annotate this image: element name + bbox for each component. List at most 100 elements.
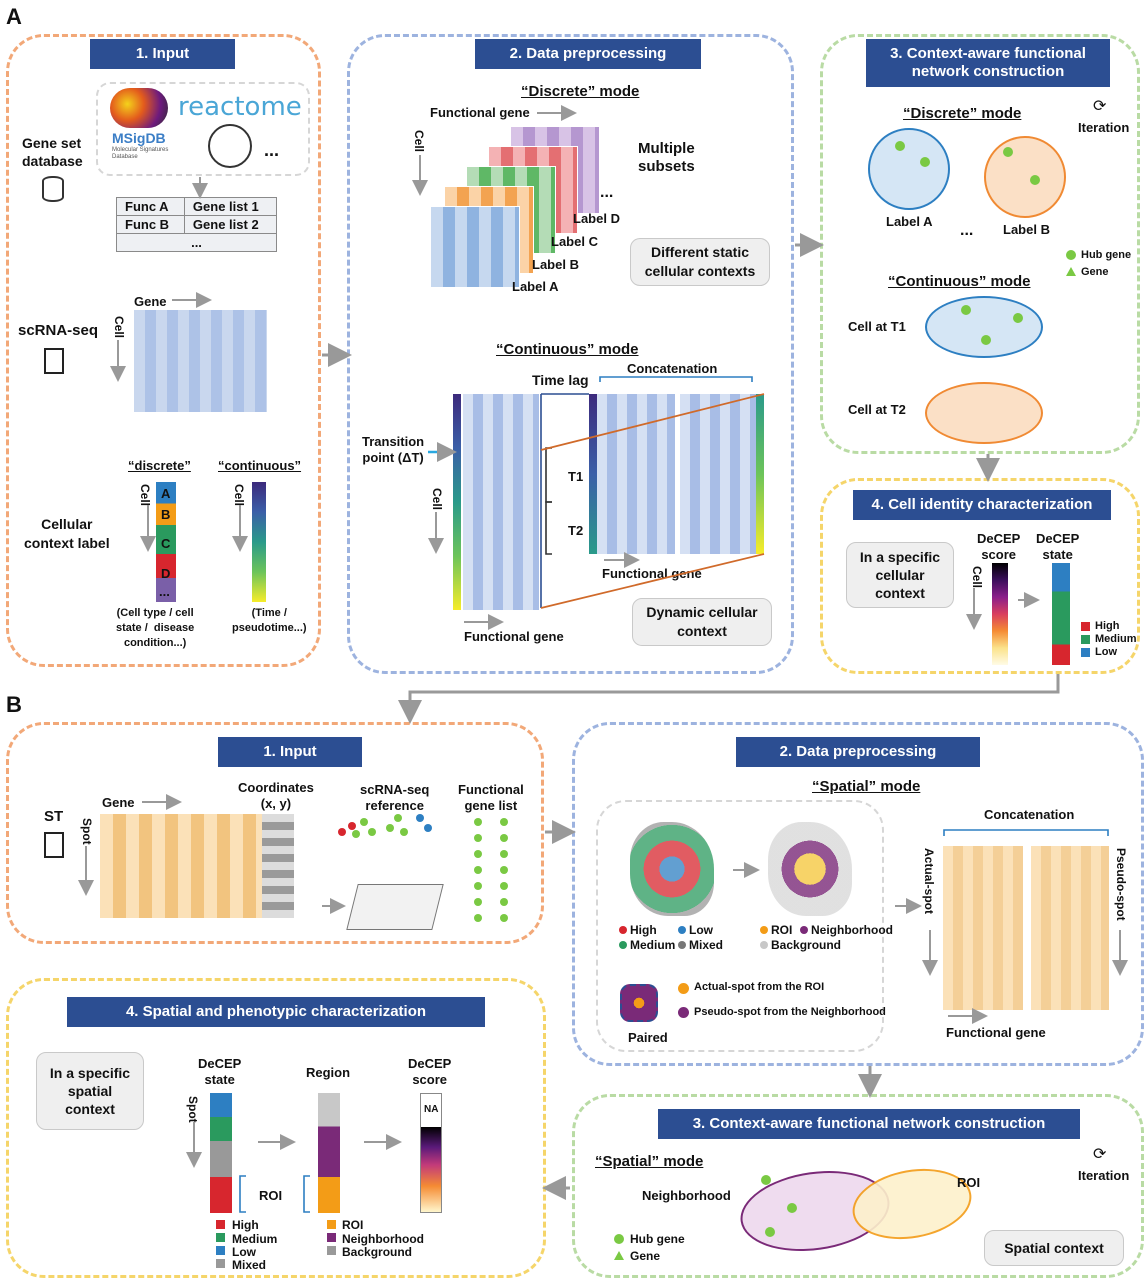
b-state-legend-high: High: [232, 1218, 259, 1232]
a-functional-gene-bottom: Functional gene: [464, 629, 564, 644]
legend-high-swatch: [1081, 622, 1090, 631]
spatial-inner-box: [596, 800, 884, 1052]
b-network-header: 3. Context-aware functional network cons…: [658, 1109, 1080, 1139]
msigdb-logo: MSigDB: [112, 130, 166, 146]
b-hub-gene-dot: [614, 1234, 624, 1244]
a-concatenation-label: Concatenation: [627, 361, 718, 376]
a-legend-medium: Medium: [1095, 633, 1137, 645]
coordinates-label: Coordinates (x, y): [238, 780, 314, 811]
discrete-letter-more: ...: [159, 584, 170, 599]
a-continuous-mode-title: “Continuous” mode: [496, 341, 639, 358]
b-decep-state-label: DeCEP state: [198, 1056, 242, 1087]
b-iteration-label: Iteration: [1078, 1168, 1130, 1183]
table-cell: Func B: [116, 215, 185, 234]
b-specific-context-box: In a specific spatial context: [36, 1052, 144, 1130]
neighborhood-label: Neighborhood: [642, 1188, 731, 1203]
gene-set-database-box: [96, 82, 310, 176]
b-gene-legend: Gene: [630, 1249, 661, 1263]
a-decep-state-label: DeCEP state: [1036, 531, 1080, 562]
t1-window-bar: [589, 394, 597, 554]
stack-label-b: Label B: [532, 257, 579, 272]
b-spot-axis-char: Spot: [186, 1096, 200, 1123]
b-spot-axis: Spot: [80, 818, 94, 845]
paired-hexagon: [620, 984, 658, 1022]
b-legend-low: Low: [689, 923, 713, 937]
region-label: Region: [306, 1065, 351, 1080]
network-t1: [925, 296, 1043, 358]
a-identity-cell-axis: Cell: [970, 566, 984, 589]
legend-mixed-dot: [678, 941, 686, 949]
iteration-icon: ⟳: [1093, 98, 1107, 115]
decep-state-bar: [1052, 563, 1070, 665]
panel-a-letter: A: [6, 4, 22, 29]
tissue-spots-left: [630, 822, 714, 916]
b-characterization-panel: [6, 978, 546, 1278]
legend-medium-swatch: [1081, 635, 1090, 644]
b-preprocessing-panel: [572, 722, 1144, 1066]
a-input-panel: [6, 34, 321, 667]
multiple-subsets-label: Multiple subsets: [638, 140, 695, 175]
discrete-letter-a: A: [161, 486, 171, 501]
b-hub-gene-legend: Hub gene: [630, 1232, 685, 1246]
b-legend-high: High: [630, 923, 657, 937]
cell-t2-label: Cell at T2: [848, 402, 906, 417]
b-state-legend-mixed: Mixed: [232, 1258, 267, 1272]
gene-legend: Gene: [1081, 266, 1109, 278]
region-bar: [318, 1093, 340, 1213]
functional-gene-list-label: Functional gene list: [458, 782, 524, 813]
a-continuous-cell-axis: Cell: [430, 488, 444, 511]
cell-t1-label: Cell at T1: [848, 319, 906, 334]
stack-label-c: Label C: [551, 234, 598, 249]
t2-label: T2: [568, 523, 584, 538]
msigdb-sub: Molecular Signatures Database: [112, 147, 169, 160]
b-characterization-header: 4. Spatial and phenotypic characterizati…: [67, 997, 485, 1027]
t1-matrix: [597, 394, 675, 554]
b-spatial-mode-net: “Spatial” mode: [595, 1153, 704, 1170]
cellular-context-label: Cellular context label: [24, 516, 110, 551]
decep-score-bar: [992, 563, 1008, 665]
continuous-matrix: [463, 394, 539, 610]
b-legend-roi-swatch: [327, 1220, 336, 1229]
b-iteration-icon: ⟳: [1093, 1146, 1107, 1163]
scrna-seq-label: scRNA-seq: [18, 322, 99, 339]
table-cell: ...: [116, 233, 277, 252]
time-lag-label: Time lag: [532, 372, 589, 388]
continuous-bar: [252, 482, 266, 602]
b-preprocessing-header: 2. Data preprocessing: [736, 737, 980, 767]
scrna-reference-label: scRNA-seq reference: [360, 782, 430, 813]
a-input-header: 1. Input: [90, 39, 235, 69]
panel-b-letter: B: [6, 692, 22, 717]
b-legend-high-swatch: [216, 1220, 225, 1229]
a-identity-header: 4. Cell identity characterization: [853, 490, 1111, 520]
b-state-legend-medium: Medium: [232, 1232, 278, 1246]
actual-spot-roi-label: Actual-spot from the ROI: [694, 981, 825, 993]
discrete-bar: [156, 482, 176, 602]
a-functional-gene-top: Functional gene: [430, 105, 530, 120]
b-legend-low-swatch: [216, 1246, 225, 1255]
gene-axis-label: Gene: [134, 294, 167, 309]
reference-slide: [346, 884, 444, 930]
hub-gene-legend: Hub gene: [1081, 249, 1132, 261]
tissue-spots-right: [768, 822, 852, 916]
network-tool-icon: [208, 124, 252, 168]
scrna-heatmap: [134, 310, 267, 412]
table-cell: Func A: [116, 197, 185, 216]
transition-point-label: Transition point (ΔT): [362, 434, 425, 465]
actual-spot-matrix: [943, 846, 1023, 1010]
b-concatenation-label: Concatenation: [984, 807, 1075, 822]
spatial-context-box: Spatial context: [984, 1230, 1124, 1266]
st-heatmap: [100, 814, 262, 918]
pseudo-spot-neighborhood-label: Pseudo-spot from the Neighborhood: [694, 1006, 886, 1018]
db-more: ...: [264, 140, 280, 160]
discrete-letter-c: C: [161, 536, 171, 551]
b-legend-mixed: Mixed: [689, 938, 724, 952]
legend-low-dot: [678, 926, 686, 934]
a-specific-context-box: In a specific cellular context: [846, 542, 954, 608]
discrete-letter-d: D: [161, 566, 171, 581]
b-decep-score-bar: [420, 1093, 442, 1213]
a-discrete-mode-title: “Discrete” mode: [521, 83, 640, 100]
b-legend-background-swatch: [327, 1246, 336, 1255]
continuous-label: “continuous”: [218, 458, 302, 473]
a-legend-high: High: [1095, 620, 1120, 632]
